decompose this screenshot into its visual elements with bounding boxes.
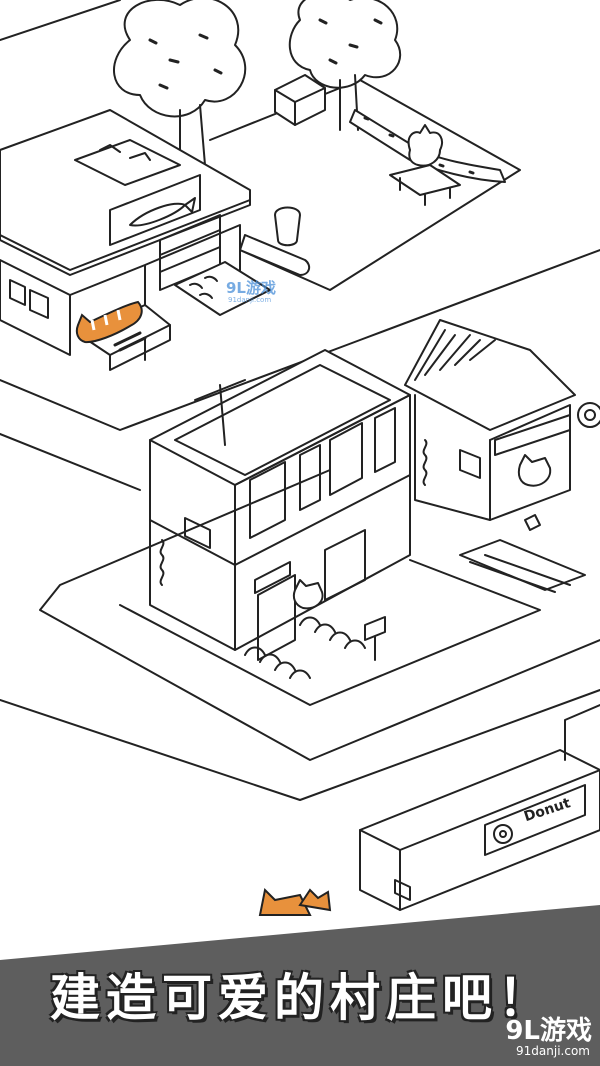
tree-left xyxy=(113,0,247,166)
donut-shop xyxy=(359,704,600,911)
crate xyxy=(274,74,326,126)
orange-cat-shop xyxy=(75,300,143,344)
mailbox xyxy=(364,616,386,661)
two-storey-house xyxy=(119,349,541,706)
bike-rack xyxy=(244,616,366,679)
log xyxy=(239,234,311,276)
bench-cat xyxy=(389,124,461,206)
orange-cats-bottom xyxy=(258,887,332,916)
overlay-watermark-site: 91danji.com xyxy=(228,296,272,304)
back-lot xyxy=(209,79,521,291)
garden-rows xyxy=(459,514,586,593)
small-house xyxy=(404,319,600,521)
fish-shop xyxy=(0,109,271,371)
road-edge-bottom xyxy=(0,689,600,801)
banner-band xyxy=(0,905,600,1066)
watermark-brand: 9L游戏 xyxy=(505,1016,592,1046)
watermark-site: 91danji.com xyxy=(516,1044,590,1058)
overlay-watermark: 9L游戏 xyxy=(226,279,276,297)
trash-can xyxy=(274,206,301,247)
road-edge-top xyxy=(0,0,600,431)
banner-caption: 建造可爱的村庄吧！ xyxy=(50,969,554,1027)
door-cat xyxy=(292,579,324,610)
